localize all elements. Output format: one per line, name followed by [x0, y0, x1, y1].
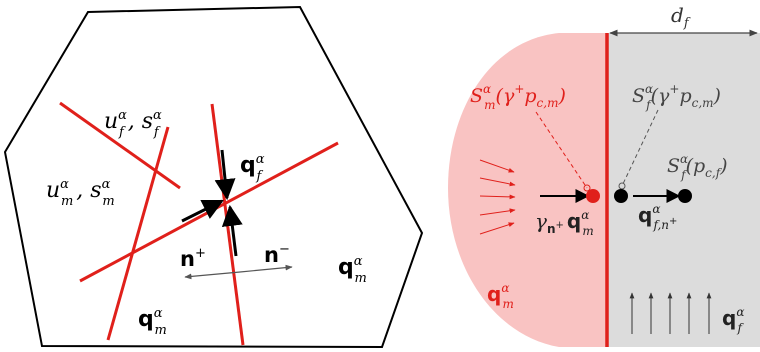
- n-plus-label: n+: [180, 246, 206, 271]
- n-minus-label: n−: [264, 242, 290, 267]
- leader-line-sm: [535, 111, 588, 189]
- interface-point-red: [586, 189, 600, 203]
- interface-point-black: [614, 189, 628, 203]
- normal-arrow-right: [239, 264, 293, 273]
- fracture-line: [59, 101, 181, 190]
- leader-line-sf: [621, 109, 659, 187]
- fracture-point-black: [678, 189, 692, 203]
- matrix-region: [448, 33, 607, 347]
- matrix-flow-arrow: [479, 194, 516, 200]
- matrix-flow-arrow: [479, 159, 515, 173]
- matrix-flow-arrow: [479, 177, 516, 187]
- leader-end-sf: [618, 182, 626, 190]
- matrix-flow-arrow: [479, 222, 515, 235]
- flux-arrow-up: [221, 204, 243, 257]
- df-label: df: [671, 3, 691, 31]
- normal-arrow-left: [184, 271, 241, 280]
- matrix-flow-arrow: [479, 208, 516, 216]
- cell-polygon: [3, 5, 424, 349]
- flux-arrow-down: [214, 149, 236, 201]
- fracture-line: [106, 126, 170, 341]
- flux-arrow-right: [181, 199, 224, 223]
